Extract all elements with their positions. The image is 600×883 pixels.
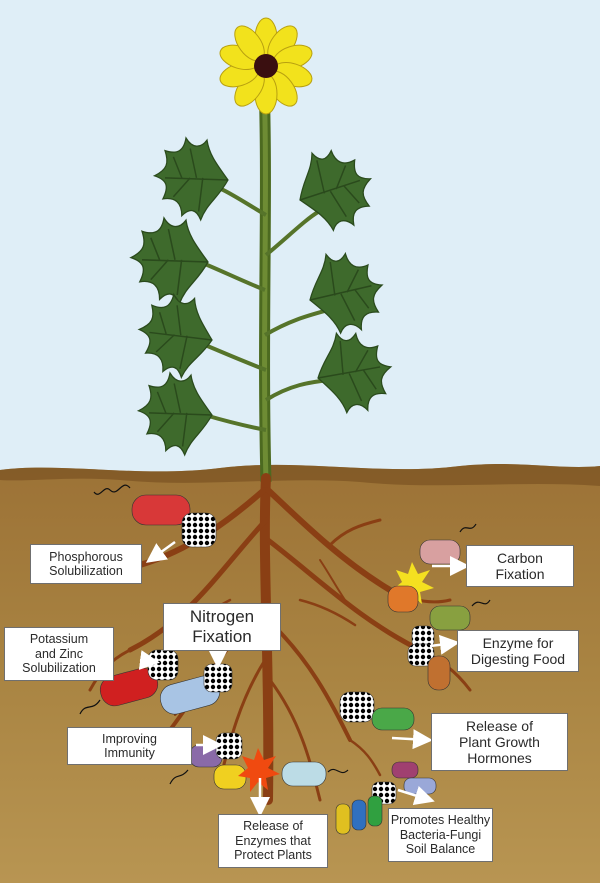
callout-arrows <box>138 540 470 817</box>
label-bacteria-fungi-balance: Promotes Healthy Bacteria-Fungi Soil Bal… <box>388 808 493 862</box>
label-nitrogen-fixation: Nitrogen Fixation <box>163 603 281 651</box>
flower <box>219 17 313 115</box>
label-release-plant-growth-hormones: Release of Plant Growth Hormones <box>431 713 568 771</box>
label-improving-immunity: Improving Immunity <box>67 727 192 765</box>
flower-center <box>254 54 278 78</box>
label-phosphorous-solubilization: Phosphorous Solubilization <box>30 544 142 584</box>
label-release-enzymes-protect-plants: Release of Enzymes that Protect Plants <box>218 814 328 868</box>
label-potassium-zinc-solubilization: Potassium and Zinc Solubilization <box>4 627 114 681</box>
label-enzyme-digesting-food: Enzyme for Digesting Food <box>457 630 579 672</box>
label-carbon-fixation: Carbon Fixation <box>466 545 574 587</box>
